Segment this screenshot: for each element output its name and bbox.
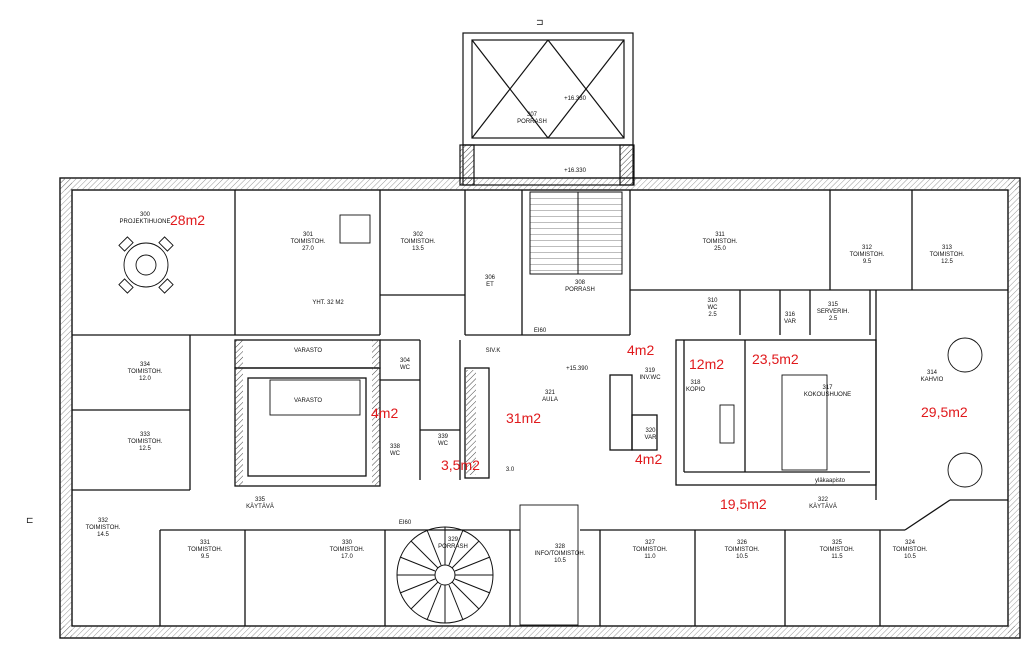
area-label-339: 3,5m2: [441, 457, 480, 473]
room-320-label: 320 VAR: [644, 428, 657, 441]
area-label-320: 4m2: [635, 451, 663, 467]
hatched-columns: [235, 340, 476, 486]
room-314-label: 314 KAHVIO: [920, 370, 944, 383]
varasto-main-label: VARASTO: [293, 398, 323, 404]
area-label-300: 28m2: [170, 212, 206, 228]
room-318-label: 318 KOPIO: [685, 380, 705, 393]
room-331-label: 331 TOIMISTOH. 9.5: [187, 540, 223, 560]
ei60-label-2: EI60: [398, 520, 412, 526]
room-326-label: 326 TOIMISTOH. 10.5: [724, 540, 760, 560]
area-label-322: 19,5m2: [720, 496, 767, 512]
room-306-label: 306 ET: [484, 275, 495, 288]
siv-label: SIV.K: [485, 348, 501, 354]
room-322-label: 322 KÄYTÄVÄ: [809, 497, 837, 510]
level-marker-3: +15.390: [566, 366, 588, 372]
room-328-label: 328 INFO/TOIMISTOH. 10.5: [534, 544, 586, 564]
room-316-label: 316 VAR: [784, 312, 796, 325]
area-label-319: 4m2: [627, 342, 655, 358]
area-label-321: 31m2: [506, 410, 542, 426]
room-315-label: 315 SERVERIH. 2.5: [816, 302, 850, 322]
room-301-label: 301 TOIMISTOH. 27.0: [290, 232, 326, 252]
ei60-label-1: EI60: [533, 328, 547, 334]
outer-wall-hatch: [60, 178, 1020, 638]
room-332-label: 332 TOIMISTOH. 14.5: [85, 518, 121, 538]
room-312-label: 312 TOIMISTOH. 9.5: [849, 245, 885, 265]
stair-treads: [529, 191, 623, 275]
room-339-label: 339 WC: [437, 434, 448, 447]
level-marker-1: +16.330: [564, 96, 586, 102]
room-333-label: 333 TOIMISTOH. 12.5: [127, 432, 163, 452]
room-307-label: 307 PORRASH: [517, 112, 547, 125]
room-301-total-label: YHT. 32 M2: [312, 300, 344, 306]
room-311-label: 311 TOIMISTOH. 25.0: [702, 232, 738, 252]
room-324-label: 324 TOIMISTOH. 10.5: [892, 540, 928, 560]
room-334-label: 334 TOIMISTOH. 12.0: [127, 362, 163, 382]
room-325-label: 325 TOIMISTOH. 11.5: [819, 540, 855, 560]
room-313-label: 313 TOIMISTOH. 12.5: [929, 245, 965, 265]
area-label-317: 23,5m2: [752, 351, 799, 367]
north-arrow-icon-left: ⊏: [26, 516, 34, 526]
room-329-label: 329 PORRASH: [438, 537, 468, 550]
room-321-area: 3.0: [505, 467, 515, 473]
varasto-top-label: VARASTO: [293, 348, 323, 354]
room-317-label: 317 KOKOUSHUONE: [803, 385, 852, 398]
stair-tower: [459, 32, 635, 186]
room-330-label: 330 TOIMISTOH. 17.0: [329, 540, 365, 560]
room-302-label: 302 TOIMISTOH. 13.5: [400, 232, 436, 252]
area-label-318: 12m2: [689, 356, 725, 372]
room-304-label: 304 WC: [399, 358, 410, 371]
room-319-label: 319 INV.WC: [639, 368, 661, 381]
room-300-label: 300 PROJEKTIHUONE: [119, 212, 171, 225]
area-label-304: 4m2: [371, 405, 399, 421]
cabinet-note: yläkaapisto: [814, 478, 846, 484]
room-327-label: 327 TOIMISTOH. 11.0: [632, 540, 668, 560]
furniture: [118, 214, 983, 626]
room-308-label: 308 PORRASH: [565, 280, 595, 293]
north-arrow-icon-top: ⊐: [536, 18, 544, 28]
room-338-label: 338 WC: [389, 444, 400, 457]
spiral-stair: [396, 526, 494, 624]
room-310-label: 310 WC 2.5: [707, 298, 718, 318]
room-335-label: 335 KÄYTÄVÄ: [246, 497, 274, 510]
level-marker-2: +16.330: [564, 168, 586, 174]
room-321-label: 321 AULA: [542, 390, 558, 403]
area-label-314: 29,5m2: [921, 404, 968, 420]
